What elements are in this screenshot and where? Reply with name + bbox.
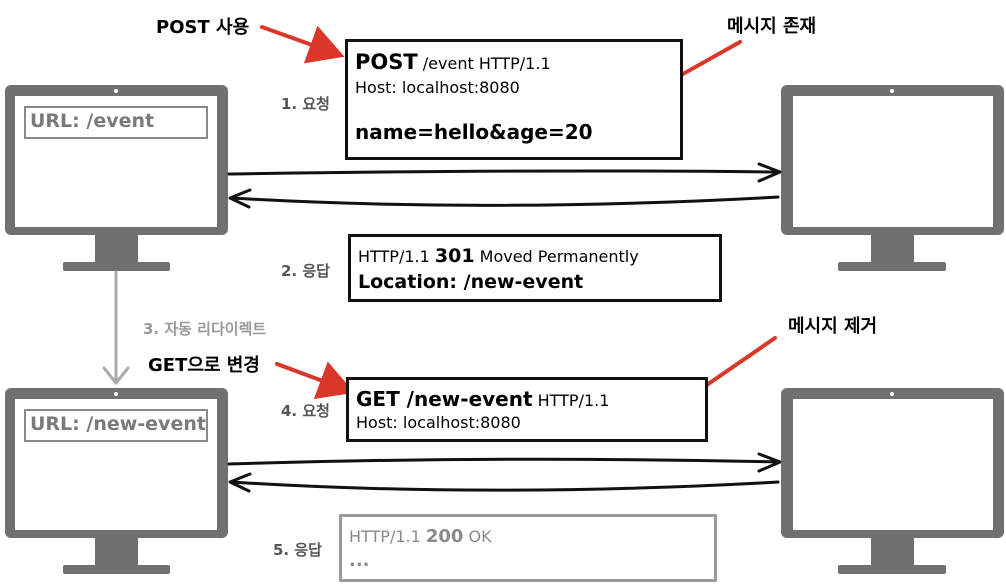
redirect-arrow	[102, 270, 130, 385]
url-bar-bottom: URL: /new-event	[24, 409, 208, 442]
annotation-body-present: 메시지 존재	[727, 16, 817, 37]
annotation-get-change: GET으로 변경	[148, 355, 260, 376]
arrow-get-change	[275, 361, 355, 399]
response-2-version: HTTP/1.1	[349, 527, 426, 546]
step-3-label: 3. 자동 리다이렉트	[143, 320, 267, 338]
request-box-2: GET /new-event HTTP/1.1 Host: localhost:…	[346, 377, 708, 442]
request-2-line-rest: HTTP/1.1	[532, 391, 610, 410]
response-1-status-text: Moved Permanently	[474, 247, 639, 266]
response-box-2: HTTP/1.1 200 OK ...	[339, 514, 717, 582]
step-4-label: 4. 요청	[281, 402, 330, 420]
response-2-status-text: OK	[463, 527, 492, 546]
request-1-line-rest: /event HTTP/1.1	[417, 54, 551, 73]
step-5-label: 5. 응답	[273, 541, 322, 559]
response-arrow-1	[228, 188, 780, 209]
response-1-location: Location: /new-event	[358, 271, 584, 293]
response-2-ellipsis: ...	[349, 550, 370, 571]
response-1-status-code: 301	[434, 245, 475, 267]
arrow-post-usage	[260, 25, 345, 64]
server-monitor-bottom	[781, 388, 1004, 574]
request-arrow-2	[227, 452, 782, 473]
response-1-version: HTTP/1.1	[358, 247, 435, 266]
request-box-1: POST /event HTTP/1.1 Host: localhost:808…	[345, 39, 683, 160]
request-2-host: Host: localhost:8080	[356, 413, 521, 432]
annotation-post-usage: POST 사용	[156, 17, 250, 38]
request-2-line-bold: GET /new-event	[356, 387, 533, 411]
annotation-body-removed: 메시지 제거	[788, 316, 878, 337]
response-arrow-2	[228, 472, 780, 493]
server-monitor-top	[781, 85, 1004, 271]
response-2-status-code: 200	[425, 526, 464, 547]
step-1-label: 1. 요청	[281, 95, 330, 113]
request-1-method: POST	[355, 50, 418, 74]
url-bar-top: URL: /event	[24, 106, 208, 139]
request-1-body: name=hello&age=20	[355, 120, 593, 144]
step-2-label: 2. 응답	[281, 262, 330, 280]
request-1-host: Host: localhost:8080	[355, 78, 520, 97]
request-arrow-1	[227, 162, 782, 183]
response-box-1: HTTP/1.1 301 Moved Permanently Location:…	[348, 234, 722, 302]
